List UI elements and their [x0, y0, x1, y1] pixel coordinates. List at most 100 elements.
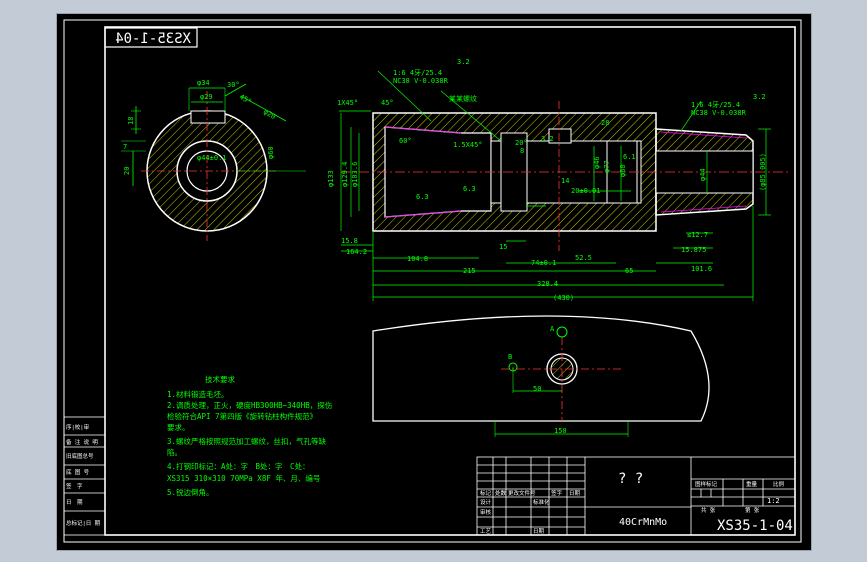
- dim-d68: φ68: [619, 164, 627, 177]
- drawing-viewport[interactable]: XS35-1-04 φ34 φ29 30° 45° φ20 18 7 20 φ4…: [56, 13, 812, 551]
- dim-63: 6.3: [416, 193, 429, 201]
- body-outline: [372, 112, 657, 232]
- end-view: φ34 φ29 30° 45° φ20 18 7 20 φ44±0.1 φ60: [121, 79, 306, 241]
- dim-63b: 6.3: [463, 185, 476, 193]
- tb-cell: 日期: [569, 490, 581, 497]
- dim-215: 215: [463, 267, 476, 275]
- tech-line: 检验符合API 7第四版《旋转钻柱构件规范》: [167, 411, 317, 421]
- dim-14: 14: [561, 177, 569, 185]
- tb-cell: 共 张: [701, 506, 716, 514]
- roughness-left: 3.2: [457, 58, 470, 66]
- dim-20: 20±0.01: [571, 187, 601, 195]
- tb-cell: 处数: [495, 489, 507, 497]
- dim-430: (430): [553, 294, 574, 302]
- dim-d103: φ103.6: [351, 162, 359, 187]
- dim-328: 328.4: [537, 280, 558, 288]
- dim-d44: φ44±0.1: [197, 154, 227, 162]
- drawing-svg: XS35-1-04 φ34 φ29 30° 45° φ20 18 7 20 φ4…: [63, 19, 802, 543]
- section-dimensions: [339, 70, 771, 301]
- left-margin-table: [63, 416, 106, 536]
- dim-104: 104.8: [407, 255, 428, 263]
- tb-cell: 审核: [480, 508, 492, 516]
- margin-row: 签 字: [66, 482, 83, 490]
- dim-8: 8: [520, 147, 524, 155]
- margin-row: 序|校|审: [66, 423, 90, 431]
- dim-chamfer-top: 1X45°: [337, 99, 358, 107]
- dim-d77: φ77: [603, 160, 611, 173]
- mark-thread-name: 某某螺纹: [449, 94, 477, 103]
- dim-74: 74±0.1: [531, 259, 556, 267]
- dim-18: 18: [127, 117, 135, 125]
- tech-heading: 技术要求: [205, 374, 235, 384]
- tech-line: 4.打钢印标记：A处：字 B处：字 C处：: [167, 461, 310, 471]
- tb-scale: 1:2: [767, 497, 780, 505]
- dim-7: 7: [123, 143, 127, 151]
- tech-line: 要求。: [167, 422, 190, 432]
- tb-cell: 设计: [480, 498, 492, 506]
- dim-d85: (φ85.005): [759, 153, 767, 191]
- tech-line: XS315 310×310 70MPa X8F 年、月、编号: [167, 473, 320, 483]
- dim-65: 65: [625, 267, 633, 275]
- dim-d44b: φ44: [699, 168, 707, 181]
- tb-cell: 日期: [533, 528, 545, 535]
- margin-row: 日 期: [66, 499, 83, 506]
- tb-cell: 签字: [551, 489, 563, 497]
- thread-right-spec: NC38 V-0.038R: [691, 109, 747, 117]
- margin-row: 总标记|日 期: [66, 519, 101, 527]
- dim-ang20: 20°: [515, 139, 528, 147]
- dim-d20: φ20: [262, 108, 277, 121]
- dim-ang60: 60°: [399, 137, 412, 145]
- tb-cell: 图样标记: [695, 480, 718, 488]
- mark-a-circle: [556, 326, 568, 338]
- dim-52: 52.5: [575, 254, 592, 262]
- tech-line: 2.调质处理，正火，硬度HB300HB~340HB，探伤: [167, 400, 332, 410]
- section-view: [341, 101, 791, 251]
- tech-line: 陷。: [167, 447, 182, 457]
- tech-line: 1.材料锻造毛坯。: [167, 389, 229, 399]
- dim-50: 50: [533, 385, 541, 393]
- tb-title: ? ?: [618, 471, 643, 487]
- tech-line: 5.锐边倒角。: [167, 487, 214, 497]
- tb-cell: 工艺: [480, 528, 492, 535]
- thread-left: 1:6 4牙/25.4: [393, 69, 442, 77]
- dim-d34: φ34: [197, 79, 210, 87]
- thread-right: 1:6 4牙/25.4: [691, 101, 740, 109]
- code-mirrored: XS35-1-04: [115, 31, 191, 47]
- dim-32: 3.2: [541, 135, 554, 143]
- margin-row: 备 注 说 明: [66, 438, 98, 446]
- dim-61: 6.1: [623, 153, 636, 161]
- radial-hole: [548, 128, 572, 144]
- tech-line: 3.螺纹严格按照规范加工螺纹，丝扣，气孔等缺: [167, 436, 327, 446]
- dev-outline: [372, 315, 710, 422]
- tb-cell: 标记: [480, 489, 492, 497]
- tb-material: 40CrMnMo: [619, 517, 667, 528]
- end-view-slot: [190, 110, 226, 124]
- dim-15: 15: [499, 243, 507, 251]
- dim-20: 20: [123, 167, 131, 175]
- dim-150: 150: [554, 427, 567, 435]
- tb-cell: 比例: [773, 480, 785, 488]
- dim-164: 164.2: [346, 248, 367, 256]
- title-block: [476, 456, 796, 536]
- tb-cell: 更改文件号: [508, 489, 536, 497]
- dim-d133: φ133: [327, 170, 335, 187]
- dim-1587: 15.875: [681, 246, 706, 254]
- dim-ang45: 45°: [238, 93, 253, 106]
- dim-ang30: 30°: [227, 81, 240, 89]
- tb-drawing-number: XS35-1-04: [717, 518, 793, 534]
- dim-d46: φ46: [593, 156, 601, 169]
- dim-ang45b: 45°: [381, 99, 394, 107]
- margin-row: 底 图 号: [66, 468, 90, 476]
- dim-127: ≤12.7: [687, 231, 708, 239]
- tb-cell: 第 张: [745, 506, 760, 514]
- tb-cell: 标准化: [533, 498, 550, 506]
- roughness-right: 3.2: [753, 93, 766, 101]
- dim-chamfer-mid: 1.5X45°: [453, 141, 483, 149]
- tb-cell: 重量: [746, 480, 758, 488]
- inner-border: [104, 26, 796, 536]
- dim-28: 28: [601, 119, 609, 127]
- dim-d129: φ129.4: [341, 162, 349, 187]
- tech-requirements: 技术要求 1.材料锻造毛坯。 2.调质处理，正火，硬度HB300HB~340HB…: [167, 374, 332, 497]
- code-box: [104, 27, 198, 48]
